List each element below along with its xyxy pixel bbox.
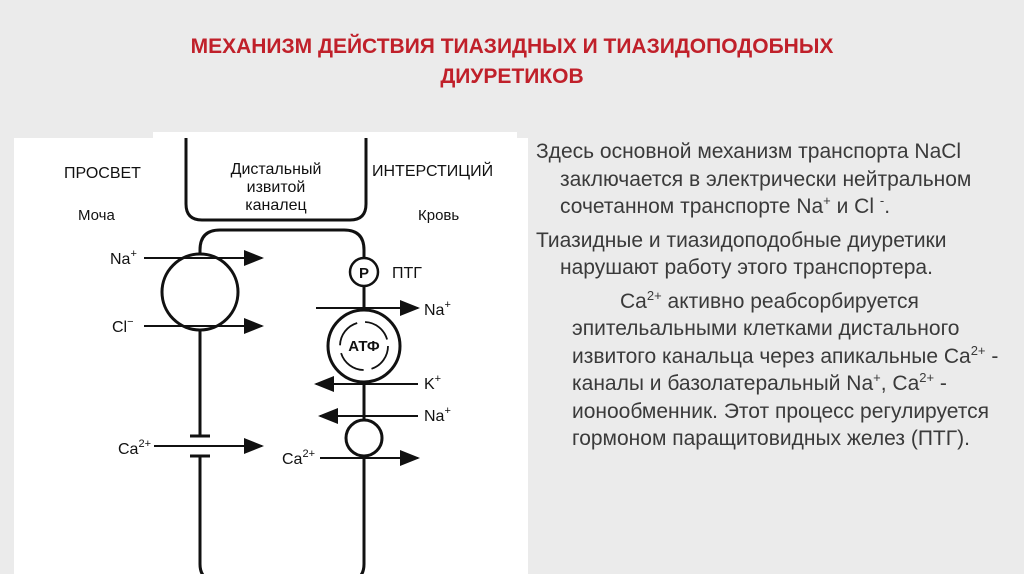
na-k-atpase [326,308,402,384]
ion-transport-diagram: ПРОСВЕТ Моча Дистальный извитой каналец … [64,138,493,574]
pth-receptor [348,256,380,288]
label-tubule-1: Дистальный [231,161,322,178]
cl-left-label: Cl− [112,316,134,336]
label-tubule-3: каналец [245,197,306,214]
na-ca-exchanger [344,418,384,458]
na-left-label: Na+ [110,248,137,268]
tubule-wall-upper [184,138,368,222]
atpase-cycle-ring [339,321,389,371]
pth-label: ПТГ [392,265,422,282]
title-line-2: ДИУРЕТИКОВ [440,65,584,88]
k-right-label: K+ [424,373,441,393]
atp-label: АТФ [348,338,380,355]
cell-outline [198,228,366,574]
explanation-text: Здесь основной механизм транспорта NaCl … [536,138,1014,459]
figure-panel: ПРОСВЕТ Моча Дистальный извитой каналец … [14,138,528,574]
title-line-1: МЕХАНИЗМ ДЕЙСТВИЯ ТИАЗИДНЫХ И ТИАЗИДОПОД… [190,35,834,58]
figure-panel-top [153,132,517,140]
label-blood: Кровь [418,207,459,224]
na-right1-label: Na+ [424,299,451,319]
na-right2-label: Na+ [424,405,451,425]
nacl-cotransporter [160,252,240,332]
label-tubule-2: извитой [247,179,306,196]
ca-right-label: Ca2+ [282,448,315,468]
ca-left-label: Ca2+ [118,438,151,458]
slide-title: МЕХАНИЗМ ДЕЙСТВИЯ ТИАЗИДНЫХ И ТИАЗИДОПОД… [80,32,944,92]
label-urine: Моча [78,207,115,224]
label-interstitium: ИНТЕРСТИЦИЙ [372,161,493,180]
paragraph-calcium: Ca2+ активно реабсорбируется эпительальн… [572,287,999,451]
paragraph-diuretics: Тиазидные и тиазидоподобные диуретики на… [536,228,947,280]
label-lumen: ПРОСВЕТ [64,165,141,182]
paragraph-mechanism: Здесь основной механизм транспорта NaCl … [536,140,972,218]
p-marker-label: P [359,265,369,282]
